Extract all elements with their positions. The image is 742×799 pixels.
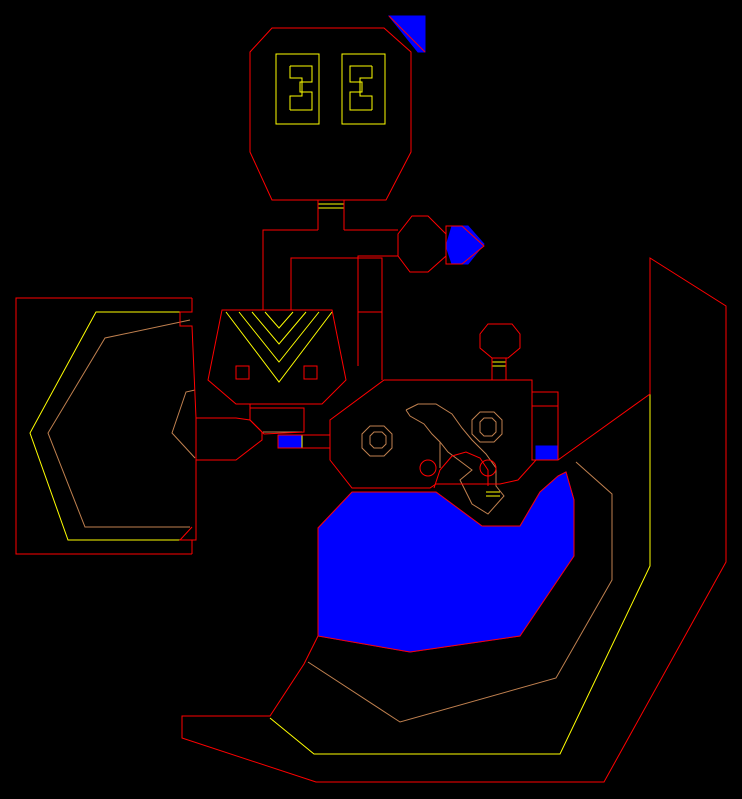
pool-small-left — [278, 435, 302, 448]
wall-hall-east — [358, 256, 398, 366]
ceil-chevron-2 — [239, 312, 319, 362]
solid-walls — [16, 16, 726, 782]
floor-arc-left — [48, 320, 190, 527]
ceil-glyph-left — [290, 66, 312, 110]
wall-west-room-inner — [180, 527, 192, 540]
oct-pillar-left-inner — [370, 432, 386, 448]
ceil-chevron-4 — [265, 312, 293, 328]
floor-curve-center — [406, 404, 504, 514]
wall-ladder-stem — [492, 358, 506, 380]
wall-pool-arch — [434, 452, 488, 488]
pool-right-octagon — [446, 226, 484, 264]
ceil-chevron-3 — [252, 312, 306, 344]
oct-pillar-right — [472, 412, 502, 442]
oct-pillar-left — [362, 426, 392, 456]
wall-ladder-octagon — [480, 324, 520, 358]
pool-small-right — [536, 446, 558, 459]
ceil-box-left — [276, 54, 319, 124]
wall-north-room — [250, 28, 411, 200]
wall-east-octagon — [398, 216, 446, 272]
wall-left-door — [278, 435, 330, 448]
ceiling-change-lines — [30, 54, 650, 754]
wall-chevron-lower — [250, 404, 304, 434]
ceil-arc-bottom — [270, 394, 650, 754]
wall-east-octagon-2 — [446, 226, 484, 264]
wall-east-door — [532, 392, 558, 460]
wall-north-room-corner — [389, 16, 425, 52]
wall-hall-outer — [263, 230, 318, 310]
floor-step-left — [172, 390, 195, 458]
wall-west-link — [196, 418, 262, 460]
ceil-box-right — [342, 54, 385, 124]
wall-pool-edge — [318, 472, 574, 652]
wall-chevron-box-right — [304, 366, 317, 379]
ceil-chevron-1 — [226, 312, 332, 382]
liquid-areas — [278, 16, 574, 652]
ceil-glyph-left-b — [290, 66, 302, 110]
wall-east-long — [182, 258, 726, 782]
wall-hall-inner — [291, 258, 382, 380]
wall-chevron-room — [208, 310, 346, 404]
wall-west-room — [16, 298, 192, 554]
wall-chevron-box-left — [236, 366, 249, 379]
wall-pool-post-left — [419, 459, 437, 477]
floor-change-lines — [48, 320, 612, 722]
floor-arc-bottom — [308, 462, 612, 722]
oct-pillar-right-inner — [480, 418, 496, 436]
wall-west-room-right — [180, 298, 196, 554]
wall-central-room — [330, 380, 558, 488]
ceil-glyph-right — [350, 66, 372, 110]
ceil-arc-left — [30, 312, 192, 540]
ceil-glyph-right-b — [360, 66, 372, 110]
